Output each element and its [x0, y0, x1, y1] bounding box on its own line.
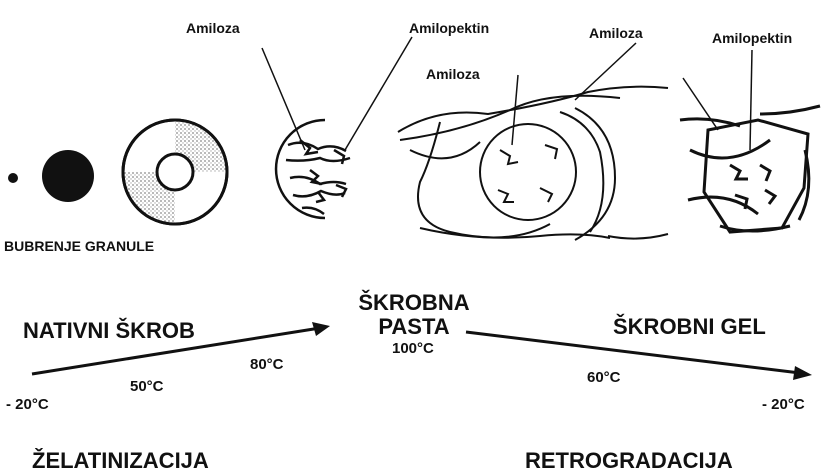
temp-50: 50°C: [130, 378, 164, 395]
temp-60: 60°C: [587, 369, 621, 386]
native-granule: [42, 150, 94, 202]
temp-100: 100°C: [392, 340, 434, 357]
temp-80: 80°C: [250, 356, 284, 373]
label-nativni-skrob: NATIVNI ŠKROB: [23, 318, 195, 344]
label-amilopektin-1: Amilopektin: [409, 20, 489, 36]
small-granule: [8, 173, 18, 183]
label-skrobna-pasta-2: PASTA: [354, 314, 474, 340]
label-amiloza-3: Amiloza: [426, 66, 480, 82]
label-skrobna-pasta-1: ŠKROBNA: [354, 290, 474, 316]
label-bubrenje-granule: BUBRENJE GRANULE: [4, 238, 154, 254]
label-amiloza-1: Amiloza: [186, 20, 240, 36]
swelling-granule: [123, 120, 227, 224]
temp-minus20-right: - 20°C: [762, 396, 805, 413]
starch-paste-granule: [398, 87, 668, 240]
broken-granule: [276, 120, 350, 218]
temp-minus20-left: - 20°C: [6, 396, 49, 413]
pointer-lines: [262, 37, 752, 150]
label-zelatinizacija: ŽELATINIZACIJA: [32, 448, 209, 474]
label-amilopektin-2: Amilopektin: [712, 30, 792, 46]
label-retrogradacija: RETROGRADACIJA: [525, 448, 733, 474]
label-amiloza-2: Amiloza: [589, 25, 643, 41]
label-skrobni-gel: ŠKROBNI GEL: [613, 314, 766, 340]
